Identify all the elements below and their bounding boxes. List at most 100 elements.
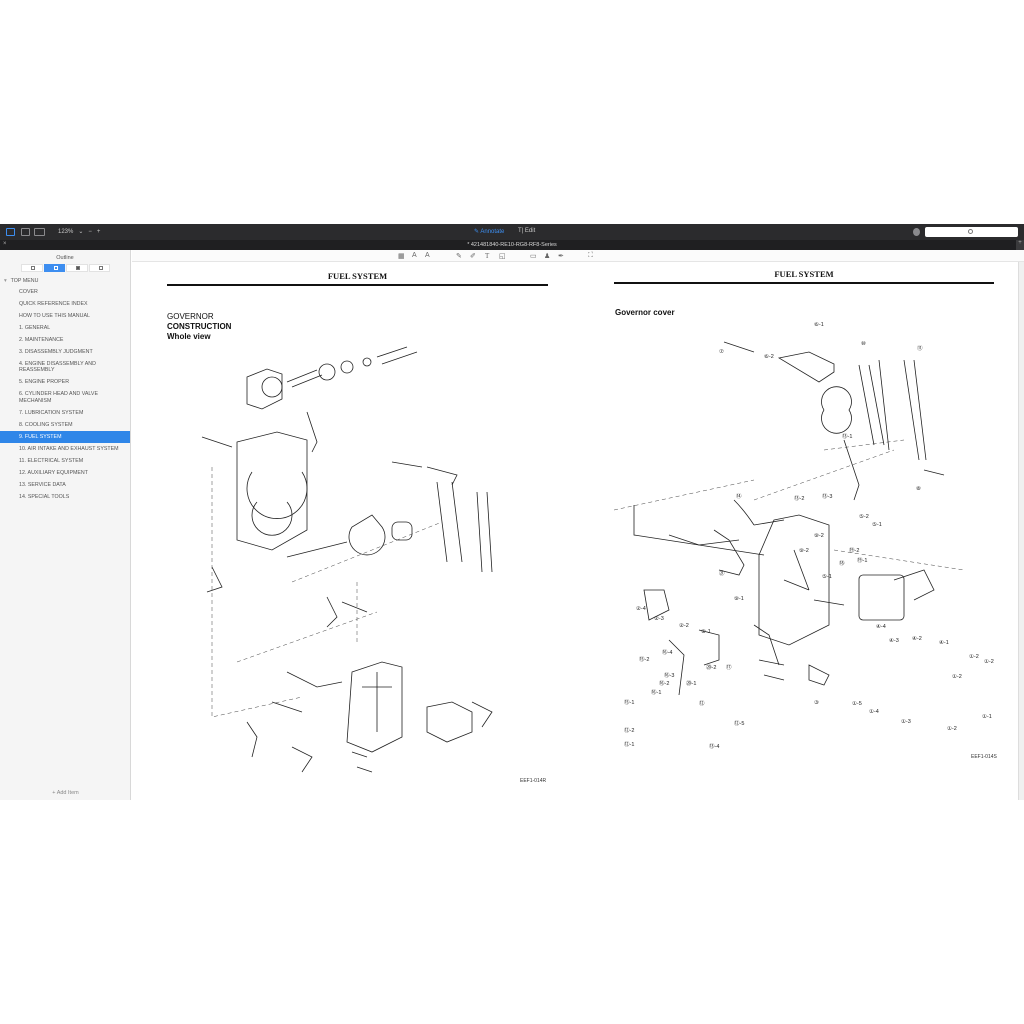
outline-root[interactable]: ▾TOP MENU [0,276,130,286]
text-color-icon[interactable]: A [425,252,430,259]
new-tab-button[interactable]: + [1016,240,1024,250]
shape-icon[interactable]: ◱ [499,253,506,260]
highlighter-icon[interactable]: ✐ [470,253,476,260]
document-tab-title[interactable]: * 421481840-RE10-RG8-RF8-Series [467,242,557,248]
outline-sidebar: Outline ▾TOP MENU COVER QUICK REFERENCE … [0,250,131,800]
outline-view-tab[interactable] [43,264,65,272]
outline-item[interactable]: 6. CYLINDER HEAD AND VALVE MECHANISM [19,391,98,404]
outline-item[interactable]: 1. GENERAL [19,324,51,331]
stamp-icon[interactable]: ♟ [544,253,551,260]
part-label: ㉑ [719,569,725,577]
part-label: ②-4 [636,605,646,612]
disclosure-triangle-icon[interactable]: ▾ [4,278,7,284]
part-label: ①-5 [852,700,862,707]
part-label: ⑥-2 [764,353,774,360]
page-layout-icon[interactable] [34,228,45,236]
part-label: ①-2 [969,653,979,660]
annotation-toolbar: ▦ A A ✎ ✐ T ◱ ▭ ♟ ✒ ⛶ [132,250,1024,262]
part-label: ⑬-4 [709,742,719,750]
part-label: ⑨-2 [814,532,824,539]
outline-icon [53,266,58,270]
text-box-icon[interactable]: ▦ [398,253,405,260]
edit-label: Edit [524,228,536,234]
outline-item[interactable]: 12. AUXILIARY EQUIPMENT [19,469,88,476]
zoom-in-button[interactable]: + [96,229,101,235]
outline-item[interactable]: 11. ELECTRICAL SYSTEM [19,457,84,464]
outline-item-selected[interactable]: 9. FUEL SYSTEM [0,430,130,443]
part-label: ①-2 [984,658,994,665]
outline-item[interactable]: COVER [19,288,38,295]
part-label: ⑬-1 [842,432,852,440]
share-icon[interactable] [913,228,920,236]
page-view-tab[interactable] [88,264,110,272]
outline-item[interactable]: 13. SERVICE DATA [19,481,66,488]
part-label: ⑤-2 [859,513,869,520]
vertical-scrollbar[interactable] [1018,262,1024,800]
part-label: ①-3 [901,718,911,725]
edit-mode-button[interactable]: T| Edit [518,228,536,234]
part-label: ⑥-1 [814,321,824,328]
add-item-button[interactable]: + Add Item [52,790,79,796]
section-title: GOVERNOR [167,312,214,321]
fullscreen-icon[interactable]: ⛶ [588,252,593,259]
outline-item[interactable]: 2. MAINTENANCE [19,336,64,343]
outline-item[interactable]: 7. LUBRICATION SYSTEM [19,409,84,416]
title-bar: 123% ⌄−+ ✎ Annotate T| Edit [0,224,1024,240]
outline-item[interactable]: 3. DISASSEMBLY JUDGMENT [19,348,93,355]
zoom-out-button[interactable]: − [88,229,92,235]
part-label: ⑫ [699,699,705,707]
part-label: ⑮-2 [639,655,649,663]
governor-exploded-diagram [201,346,493,773]
right-page: FUEL SYSTEM Governor cover [584,262,1024,800]
sidebar-header: Outline [56,255,74,261]
part-label: ⑬-2 [794,494,804,502]
page-icon [98,266,103,270]
section-title: Governor cover [615,308,675,317]
search-input[interactable] [925,227,1018,237]
zoom-control[interactable]: 123% ⌄−+ [58,228,105,235]
part-label: ⑫-1 [624,740,634,748]
sidebar-view-switcher [21,264,111,272]
comment-icon[interactable]: ▭ [530,253,537,260]
part-label: ①-2 [952,673,962,680]
text-tool-icon[interactable]: T [485,252,490,260]
outline-item[interactable]: 4. ENGINE DISASSEMBLY AND REASSEMBLY [19,360,96,374]
part-label: ②-1 [701,628,711,635]
outline-item[interactable]: 8. COOLING SYSTEM [19,421,73,428]
search-icon [968,229,973,234]
outline-item[interactable]: HOW TO USE THIS MANUAL [19,312,90,319]
outline-root-label: TOP MENU [10,278,39,284]
part-label: ⑲-2 [849,546,859,554]
annotation-view-tab[interactable] [66,264,88,272]
part-label: ⑯-1 [651,688,661,696]
bookmark-view-tab[interactable] [21,264,43,272]
bookmark-icon [31,266,35,270]
outline-item[interactable]: 5. ENGINE PROPER [19,379,70,386]
part-label: ④-4 [876,623,886,630]
outline-item[interactable]: 14. SPECIAL TOOLS [19,493,70,500]
part-label: ⑤-1 [872,521,882,528]
annotate-label: Annotate [480,229,505,235]
page-header: FUEL SYSTEM [327,271,388,281]
part-label: ②-3 [654,615,664,622]
zoom-chevron-icon[interactable]: ⌄ [78,229,84,235]
part-label: ⑫-5 [734,719,744,727]
close-tab-button[interactable]: × [3,241,7,247]
part-label: ⑨-2 [799,547,809,554]
part-label: ⑯-4 [662,648,672,656]
outline-item[interactable]: 10. AIR INTAKE AND EXHAUST SYSTEM [19,445,119,452]
part-label: ⑨-1 [734,595,744,602]
sidebar-toggle-icon[interactable] [6,228,15,236]
signature-icon[interactable]: ✒ [558,253,564,260]
pencil-icon[interactable]: ✎ [456,253,462,260]
governor-cover-exploded-diagram: ⑥-1 ⑦ ⑥-2 ⑩ ⑪ ⑬-1 ⑬-2 ⑬-3 ⑧ ⑭ ⑤-2 ⑤-1 ⑨-… [614,321,994,750]
outline-item[interactable]: QUICK REFERENCE INDEX [19,300,88,307]
annotate-mode-button[interactable]: ✎ Annotate [474,229,505,235]
text-style-icon[interactable]: A [412,252,417,259]
thumbnail-view-icon[interactable] [21,228,30,236]
part-label: ⑯-2 [659,679,669,687]
subsection-title: CONSTRUCTION [167,322,232,331]
page-header: FUEL SYSTEM [774,269,834,279]
subsubsection-title: Whole view [167,332,211,341]
zoom-level[interactable]: 123% [58,229,74,235]
